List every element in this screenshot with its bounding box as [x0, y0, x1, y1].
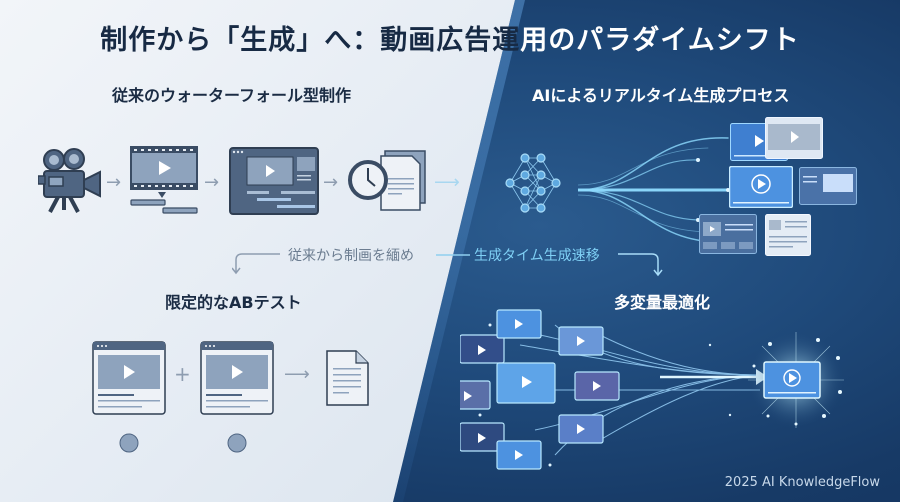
right-connector-line: [618, 250, 668, 278]
page-title: 制作から「生成」へ：動画広告運用のパラダイムシフト: [0, 18, 900, 57]
generated-video-2: [765, 117, 823, 159]
title-light-part: 用のパラダイムシフト: [520, 25, 800, 56]
generation-streams: [578, 130, 738, 250]
title-dark-part: 制作から「生成」へ：動画広告運: [100, 25, 521, 56]
arrow-right-icon: ⟶: [434, 172, 460, 193]
video-camera-icon: [38, 148, 102, 214]
multivariate-heading: 多変量最適化: [614, 293, 711, 312]
report-document-icon: [326, 350, 370, 406]
right-connector-label: 生成タイム生成速移: [474, 248, 600, 264]
arrow-right-icon: →: [323, 172, 339, 193]
multivariate-network: [460, 305, 880, 475]
clock-document-icon: [348, 150, 428, 214]
generated-article-6: [765, 214, 811, 256]
arrow-right-icon: →: [106, 172, 122, 193]
film-strip-icon: [130, 146, 200, 216]
ab-test-heading: 限定的なABテスト: [165, 293, 302, 312]
left-connector-label: 従来から制画を緬め: [288, 248, 414, 264]
optimized-video-icon: [740, 330, 860, 430]
generated-video-3: [729, 166, 793, 208]
left-connector-line: [232, 250, 282, 276]
video-variant-a-icon: [92, 341, 166, 459]
video-editor-icon: [229, 147, 319, 215]
video-variant-b-icon: [200, 341, 274, 459]
generated-layout-5: [699, 214, 757, 254]
neural-network-icon: [505, 150, 571, 216]
arrow-right-icon: →: [204, 172, 220, 193]
arrow-right-icon: ⟶: [284, 364, 310, 385]
plus-icon: +: [174, 362, 191, 386]
credit-label: 2025 AI KnowledgeFlow: [724, 475, 880, 490]
traditional-heading: 従来のウォーターフォール型制作: [112, 86, 352, 105]
generated-panel-4: [799, 167, 857, 205]
center-connector-line: [436, 253, 470, 257]
ai-heading: AIによるリアルタイム生成プロセス: [532, 86, 790, 105]
